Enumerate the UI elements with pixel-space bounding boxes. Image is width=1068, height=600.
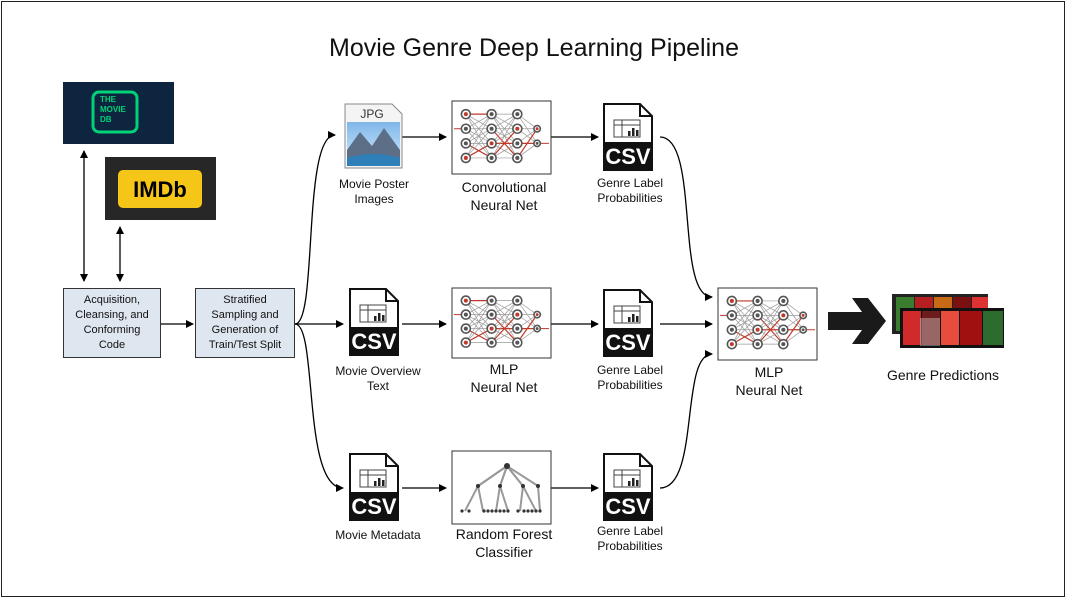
csv-icon-text: CSV <box>605 494 651 519</box>
cnn-output-label: Genre Label Probabilities <box>580 176 680 206</box>
rf-output-line-2: Probabilities <box>597 539 663 553</box>
poster-label-line-1: Movie Poster <box>338 177 410 191</box>
rf-label-line-2: Classifier <box>475 543 533 560</box>
random-forest-tree-icon <box>451 450 552 525</box>
rf-probabilities-to-ensemble-connector <box>659 350 713 489</box>
mlp-output-csv-icon: CSV <box>603 289 653 357</box>
imdb-logo: IMDb <box>105 157 216 220</box>
csv-icon-text: CSV <box>605 330 651 355</box>
mlp-output-line-1: Genre Label <box>596 363 664 377</box>
jpg-file-icon: JPG <box>344 103 403 169</box>
metadata-csv-icon: CSV <box>349 453 399 521</box>
imdb-logo-text: IMDb <box>133 177 187 202</box>
ensemble-label-line-1: MLP <box>754 364 784 380</box>
csv-icon-text: CSV <box>605 144 651 169</box>
overview-label-line-1: Movie Overview <box>335 364 421 378</box>
sampling-to-poster-connector <box>294 131 336 325</box>
overview-label-line-2: Text <box>366 379 389 393</box>
rf-output-label: Genre Label Probabilities <box>580 524 680 554</box>
tmdb-logo-text-1: THE <box>100 95 117 104</box>
diagram-title: Movie Genre Deep Learning Pipeline <box>329 34 739 62</box>
tmdb-logo-frame <box>91 90 139 134</box>
overview-input-label: Movie Overview Text <box>318 364 438 394</box>
ensemble-network-icon <box>717 287 818 361</box>
metadata-input-label: Movie Metadata <box>318 528 438 543</box>
jpg-icon-text: JPG <box>360 107 383 121</box>
acquisition-box: Acquisition, Cleansing, and Conforming C… <box>63 288 161 358</box>
csv-icon-text: CSV <box>351 329 397 354</box>
mlp-output-label: Genre Label Probabilities <box>580 363 680 393</box>
rf-label-line-1: Random Forest <box>455 526 553 542</box>
cnn-output-line-2: Probabilities <box>597 191 663 205</box>
acquisition-line-1: Acquisition, <box>83 294 141 307</box>
imdb-logo-badge <box>118 170 202 208</box>
cnn-network-icon <box>451 100 552 175</box>
cnn-label-line-2: Neural Net <box>470 196 538 213</box>
cnn-model-label: Convolutional Neural Net <box>446 179 562 214</box>
mlp-network-icon <box>451 287 552 359</box>
sampling-to-metadata-connector <box>294 323 344 492</box>
acquisition-line-2: Cleansing, and <box>75 309 149 322</box>
mlp-output-line-2: Probabilities <box>597 378 663 392</box>
rf-output-csv-icon: CSV <box>603 453 653 521</box>
genre-predictions-label: Genre Predictions <box>886 367 1000 383</box>
sampling-line-1: Stratified <box>223 294 267 307</box>
mlp-label-line-2: Neural Net <box>470 378 538 395</box>
genre-posters-image <box>892 294 1004 348</box>
acquisition-line-4: Code <box>98 338 126 351</box>
poster-input-label: Movie Poster Images <box>318 177 430 207</box>
poster-label-line-2: Images <box>354 192 394 206</box>
csv-icon-text: CSV <box>351 494 397 519</box>
predictions-arrow-icon <box>828 298 886 344</box>
cnn-label-line-1: Convolutional <box>461 179 547 195</box>
rf-model-label: Random Forest Classifier <box>440 526 568 561</box>
sampling-line-3: Generation of <box>211 324 279 336</box>
tmdb-logo-text-3: DB <box>100 115 112 124</box>
cnn-output-line-1: Genre Label <box>596 176 664 190</box>
overview-csv-icon: CSV <box>349 288 399 356</box>
sampling-box: Stratified Sampling and Generation of Tr… <box>195 288 295 358</box>
mlp-label-line-1: MLP <box>489 361 519 377</box>
rf-output-line-1: Genre Label <box>596 524 664 538</box>
sampling-line-4: Train/Test Split <box>208 338 282 351</box>
acquisition-line-3: Conforming <box>83 324 141 336</box>
metadata-label-line-1: Movie Metadata <box>335 528 421 542</box>
mlp-model-label: MLP Neural Net <box>446 361 562 396</box>
ensemble-label-line-2: Neural Net <box>735 381 803 398</box>
sampling-line-2: Sampling and <box>211 309 279 322</box>
ensemble-model-label: MLP Neural Net <box>710 364 828 399</box>
cnn-output-csv-icon: CSV <box>603 103 653 171</box>
tmdb-logo-text-2: MOVIE <box>100 105 126 114</box>
cnn-probabilities-to-ensemble-connector <box>659 136 713 301</box>
tmdb-logo: THE MOVIE DB <box>63 82 174 144</box>
